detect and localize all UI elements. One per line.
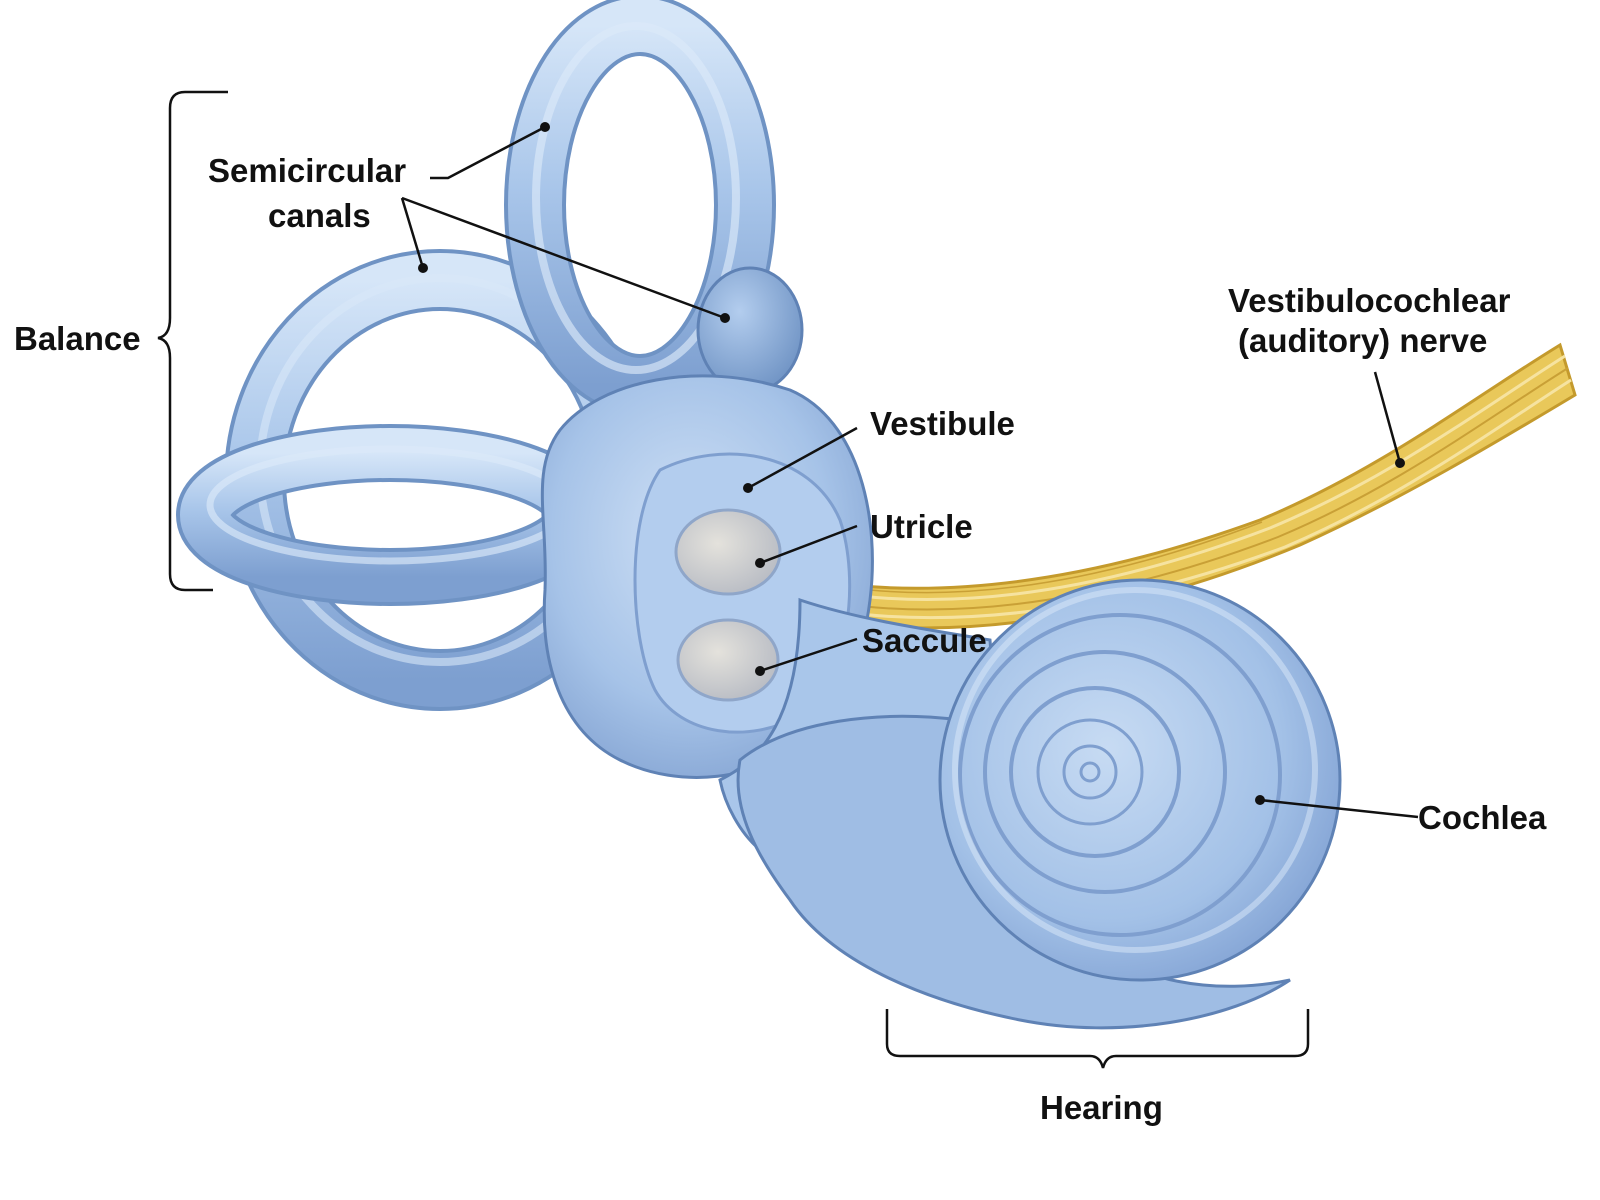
- balance-bracket: [157, 90, 228, 592]
- cochlea-label: Cochlea: [1418, 799, 1547, 836]
- semicircular-canals-label-line1: Semicircular: [208, 152, 407, 189]
- vestibulocochlear-nerve: [848, 342, 1577, 630]
- leader-lines: [400, 125, 1419, 819]
- cochlea: [736, 578, 1342, 1030]
- hearing-label: Hearing: [1040, 1089, 1163, 1126]
- vestibule-label: Vestibule: [870, 405, 1015, 442]
- nerve-label-line2: (auditory) nerve: [1238, 322, 1488, 359]
- utricle-macula: [674, 508, 782, 596]
- leader-dots: [418, 122, 1405, 805]
- balance-label: Balance: [14, 320, 141, 357]
- saccule-label: Saccule: [862, 622, 987, 659]
- hearing-bracket: [885, 1009, 1310, 1069]
- semicircular-canals-label-line2: canals: [268, 197, 371, 234]
- nerve-label-line1: Vestibulocochlear: [1228, 282, 1511, 319]
- utricle-label: Utricle: [870, 508, 973, 545]
- saccule-macula: [676, 618, 780, 702]
